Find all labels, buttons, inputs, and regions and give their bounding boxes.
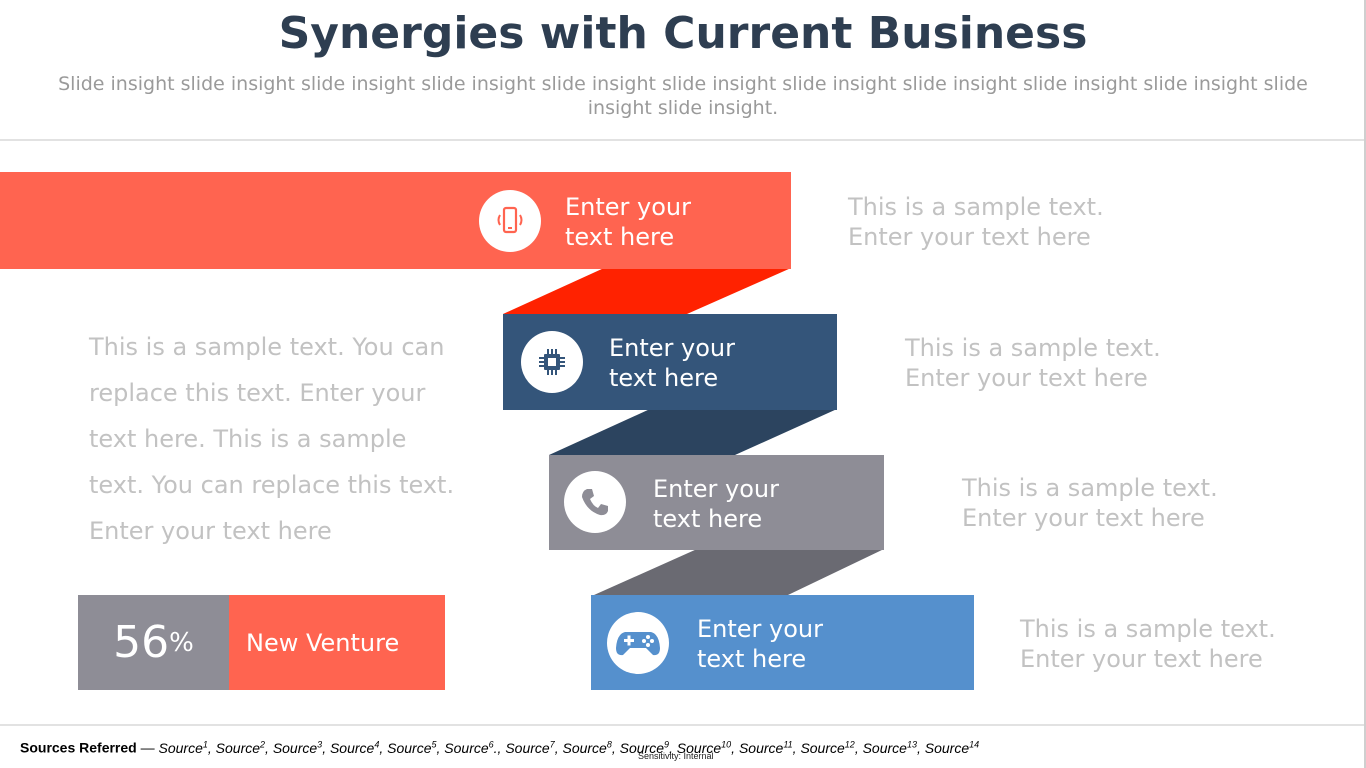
source-ref: Source — [800, 739, 845, 756]
stat-box: 56% — [78, 595, 229, 690]
step-label-3-line1: Enter your — [653, 475, 780, 503]
step-band-1 — [0, 172, 791, 269]
source-ref-number: 8 — [606, 739, 612, 749]
source-separator: , — [379, 739, 388, 756]
sources-list: Source1, Source2, Source3, Source4, Sour… — [158, 739, 980, 756]
step-side-2-line1: This is a sample text. — [905, 334, 1161, 362]
source-ref-number: 4 — [374, 739, 380, 749]
venture-box: New Venture — [229, 595, 445, 690]
header-divider — [0, 139, 1366, 141]
source-ref: Source — [158, 739, 203, 756]
step-label-4: Enter your text here — [697, 614, 823, 674]
source-ref-number: 11 — [783, 739, 793, 749]
step-side-text-2: This is a sample text. Enter your text h… — [905, 333, 1161, 393]
source-ref: Source — [619, 739, 664, 756]
step-label-2-line2: text here — [609, 364, 719, 392]
fold-2 — [549, 409, 837, 455]
source-ref-number: 13 — [906, 739, 917, 749]
fold-1 — [503, 268, 791, 314]
step-side-text-3: This is a sample text. Enter your text h… — [962, 473, 1218, 533]
source-separator: , — [731, 739, 739, 756]
source-separator: ., — [493, 739, 506, 756]
sources-footer: Sources Referred — Source1, Source2, Sou… — [20, 739, 979, 756]
source-ref-number: 9 — [664, 739, 670, 749]
source-ref: Source — [505, 739, 550, 756]
source-separator: , — [207, 739, 216, 756]
source-ref-number: 14 — [969, 739, 980, 749]
step-icon-circle-2 — [521, 331, 583, 393]
cpu-chip-icon — [539, 349, 565, 375]
source-separator: , — [916, 739, 925, 756]
source-ref-number: 2 — [260, 739, 266, 749]
step-label-2-line1: Enter your — [609, 334, 736, 362]
step-label-4-line2: text here — [697, 645, 807, 673]
smartphone-icon — [497, 206, 523, 234]
venture-label: New Venture — [246, 628, 400, 657]
step-side-4-line1: This is a sample text. — [1020, 615, 1276, 643]
source-ref-number: 10 — [721, 739, 732, 749]
step-label-1-line2: text here — [565, 223, 675, 251]
step-label-2: Enter your text here — [609, 333, 735, 393]
phone-icon — [582, 489, 608, 516]
step-label-1-line1: Enter your — [565, 193, 692, 221]
source-ref: Source — [862, 739, 907, 756]
sensitivity-label: Sensitivity: Internal — [638, 751, 714, 761]
sources-lead: Sources Referred — [20, 739, 137, 756]
source-ref: Source — [924, 739, 970, 756]
source-separator: , — [554, 739, 563, 756]
source-separator: , — [611, 739, 620, 756]
footer-divider — [0, 724, 1366, 726]
source-separator: , — [265, 739, 273, 756]
step-side-2-line2: Enter your text here — [905, 364, 1148, 392]
source-ref: Source — [562, 739, 607, 756]
step-side-1-line2: Enter your text here — [848, 223, 1091, 251]
step-label-3: Enter your text here — [653, 474, 779, 534]
step-side-3-line1: This is a sample text. — [962, 474, 1218, 502]
source-ref-number: 12 — [844, 739, 855, 749]
description-paragraph: This is a sample text. You can replace t… — [89, 333, 455, 545]
step-label-3-line2: text here — [653, 505, 763, 533]
source-separator: , — [854, 739, 863, 756]
source-ref-number: 5 — [431, 739, 437, 749]
step-icon-circle-1 — [479, 190, 541, 252]
stat-value: 56 — [113, 617, 170, 668]
source-separator: , — [322, 739, 330, 756]
source-ref: Source — [215, 739, 261, 756]
step-side-4-line2: Enter your text here — [1020, 645, 1263, 673]
step-label-4-line1: Enter your — [697, 615, 824, 643]
slide-subtitle: Slide insight slide insight slide insigh… — [58, 73, 1308, 119]
source-ref-number: 6 — [488, 739, 494, 749]
stat-unit: % — [169, 627, 194, 658]
step-icon-circle-3 — [564, 471, 626, 533]
source-ref: Source — [272, 739, 318, 756]
gamepad-icon — [616, 632, 660, 656]
scrollbar[interactable] — [1364, 0, 1366, 768]
step-label-1: Enter your text here — [565, 192, 691, 252]
source-ref: Source — [387, 739, 432, 756]
step-side-text-1: This is a sample text. Enter your text h… — [848, 192, 1104, 252]
source-ref-number: 3 — [317, 739, 323, 749]
slide-title: Synergies with Current Business — [278, 8, 1088, 59]
fold-3 — [594, 549, 884, 595]
source-ref: Source — [676, 739, 722, 756]
step-icon-circle-4 — [607, 612, 669, 674]
source-ref-number: 1 — [202, 739, 208, 749]
source-separator: , — [792, 739, 801, 756]
source-ref: Source — [738, 739, 784, 756]
source-ref: Source — [329, 739, 375, 756]
source-ref: Source — [444, 739, 489, 756]
step-side-3-line2: Enter your text here — [962, 504, 1205, 532]
step-side-1-line1: This is a sample text. — [848, 193, 1104, 221]
source-ref-number: 7 — [549, 739, 555, 749]
step-side-text-4: This is a sample text. Enter your text h… — [1020, 614, 1276, 674]
sources-sep: — — [136, 739, 159, 756]
source-separator: , — [436, 739, 445, 756]
source-separator: , — [669, 739, 677, 756]
